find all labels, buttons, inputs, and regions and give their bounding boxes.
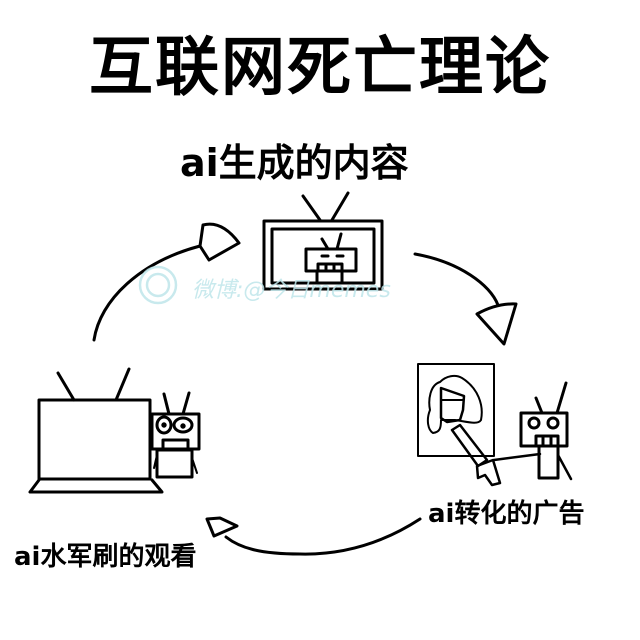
right-robot-painting-icon (417, 363, 573, 487)
label-ai-generated-content: ai生成的内容 (180, 141, 409, 185)
arrow-right-to-left-icon (205, 516, 422, 556)
arrow-top-to-right-icon (413, 252, 518, 346)
page-title: 互联网死亡理论 (89, 31, 551, 105)
arrow-left-to-top-icon (92, 222, 241, 342)
label-ai-converted-ads: ai转化的广告 (428, 499, 585, 529)
top-tv-icon (262, 191, 384, 291)
label-ai-bot-views: ai水军刷的观看 (14, 542, 197, 572)
watermark-logo-icon (138, 265, 178, 305)
left-tv-robot-icon (28, 367, 201, 494)
watermark-text: 微博:@今日memes (192, 278, 391, 303)
